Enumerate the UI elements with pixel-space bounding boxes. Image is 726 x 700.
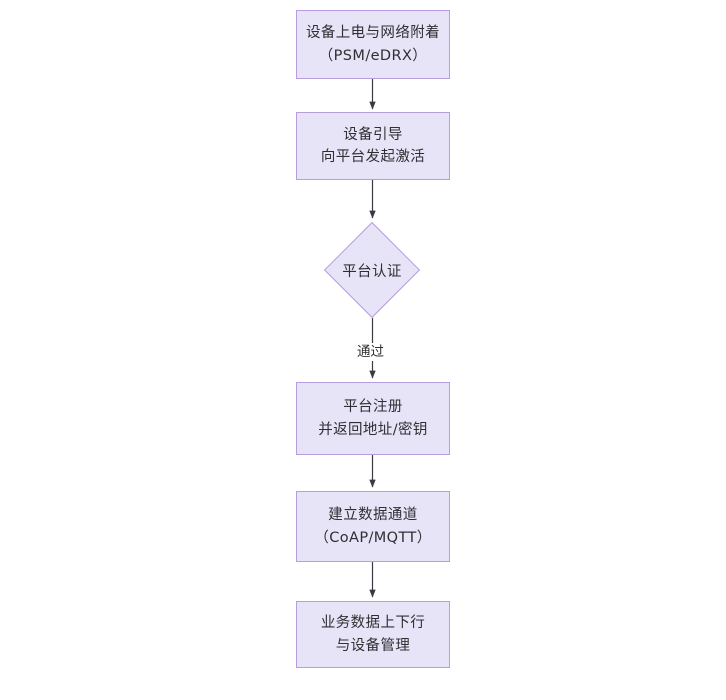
- node-service-data-line1: 业务数据上下行: [320, 615, 426, 632]
- node-service-data-line2: 与设备管理: [335, 637, 411, 654]
- node-platform-auth[interactable]: 平台认证: [323, 221, 421, 319]
- edge-label-pass: 通过: [355, 343, 386, 362]
- node-bootstrap[interactable]: 设备引导 向平台发起激活: [296, 112, 450, 180]
- node-platform-register-line1: 平台注册: [343, 399, 403, 416]
- node-platform-auth-label: 平台认证: [342, 263, 402, 280]
- node-bootstrap-line2: 向平台发起激活: [320, 149, 426, 165]
- node-power-on-line1: 设备上电与网络附着: [305, 25, 441, 42]
- node-data-channel-line2: （CoAP/MQTT）: [314, 529, 432, 546]
- node-service-data[interactable]: 业务数据上下行 与设备管理: [296, 601, 450, 668]
- node-platform-register[interactable]: 平台注册 并返回地址/密钥: [296, 382, 450, 455]
- node-data-channel[interactable]: 建立数据通道 （CoAP/MQTT）: [296, 491, 450, 562]
- node-platform-register-line2: 并返回地址/密钥: [318, 421, 428, 438]
- node-bootstrap-line1: 设备引导: [343, 126, 403, 143]
- node-data-channel-line1: 建立数据通道: [328, 507, 418, 524]
- node-power-on[interactable]: 设备上电与网络附着 （PSM/eDRX）: [296, 10, 450, 79]
- node-power-on-line2: （PSM/eDRX）: [318, 47, 428, 64]
